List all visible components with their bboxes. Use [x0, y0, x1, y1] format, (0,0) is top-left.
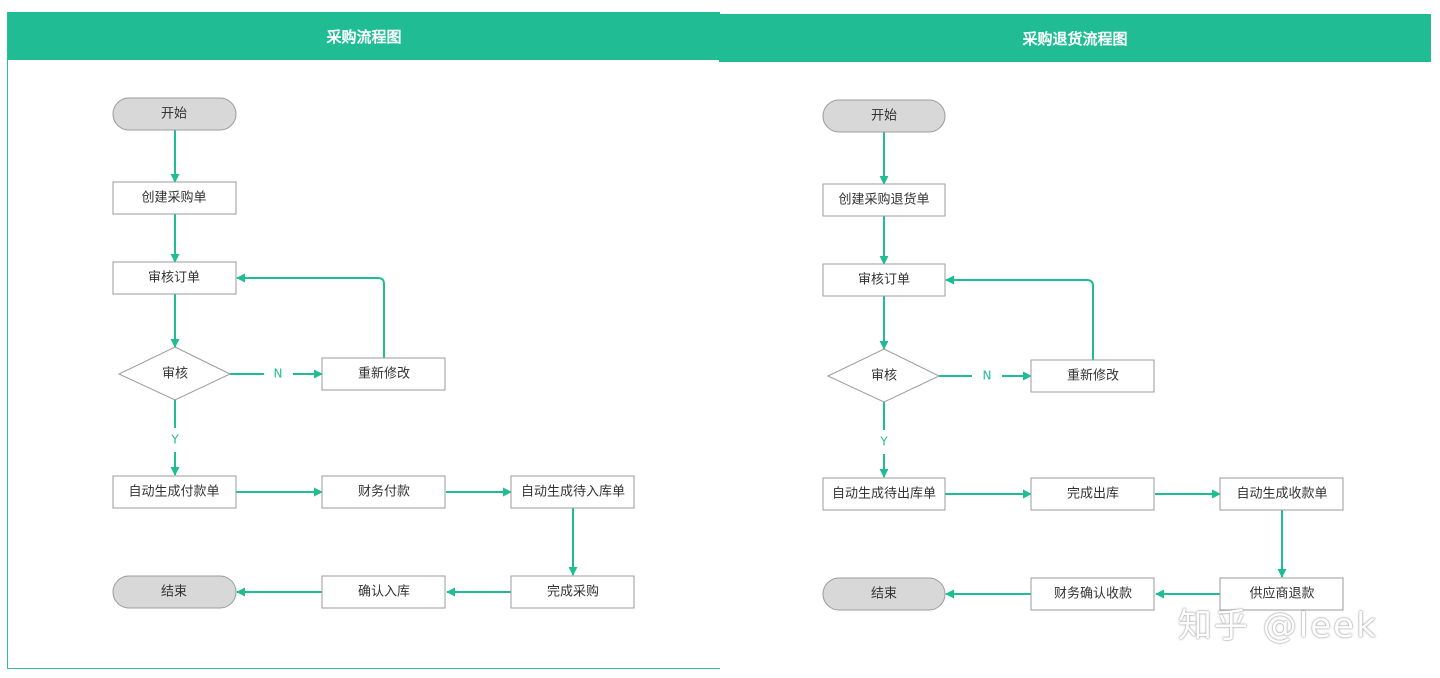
- create-order-box: [112, 181, 237, 215]
- revise-label: 重新修改: [358, 366, 410, 382]
- flow-arrow: [945, 275, 1094, 360]
- finance-pay-label: 财务付款: [358, 484, 410, 500]
- confirm-inbound-box: [321, 575, 446, 609]
- audit-decision-label: 审核: [162, 367, 188, 382]
- complete-purchase-label: 完成采购: [547, 584, 599, 600]
- end-label: 结束: [871, 587, 897, 602]
- supplier-refund-label: 供应商退款: [1249, 586, 1314, 602]
- finance-pay-box: [321, 475, 446, 509]
- complete-outbound-box: [1030, 477, 1155, 511]
- start-label: 开始: [871, 109, 897, 124]
- purchase-return-flow-diagram: 开始 创建采购退货单 审核订单 审核 N Y 重新修改 自动生成待出库单 完成出…: [822, 99, 1344, 611]
- audit-decision-label: 审核: [871, 369, 897, 384]
- flow-arrow: [236, 273, 385, 358]
- gen-receipt-label: 自动生成收款单: [1236, 487, 1327, 502]
- purchase-flow-diagram: 开始 创建采购单 审核订单 审核 N Y 重新修改 自动生成付款单 财务付款 自…: [112, 97, 635, 609]
- finance-confirm-box: [1030, 577, 1155, 611]
- end-label: 结束: [161, 585, 187, 600]
- no-label: N: [274, 367, 283, 381]
- revise-box: [1030, 359, 1155, 393]
- panel-title: 采购流程图: [8, 12, 720, 60]
- start-label: 开始: [161, 107, 187, 122]
- gen-inbound-box: [510, 475, 635, 509]
- gen-inbound-label: 自动生成待入库单: [521, 484, 625, 500]
- audit-order-label: 审核订单: [858, 273, 910, 288]
- yes-label: Y: [879, 435, 888, 449]
- complete-outbound-label: 完成出库: [1067, 486, 1119, 502]
- create-order-label: 创建采购单: [141, 190, 206, 206]
- revise-box: [321, 357, 446, 391]
- gen-payment-label: 自动生成付款单: [128, 485, 219, 500]
- gen-payment-box: [112, 475, 237, 509]
- confirm-inbound-label: 确认入库: [358, 584, 410, 600]
- audit-decision: [117, 346, 232, 401]
- audit-order-box: [822, 263, 946, 297]
- gen-outbound-label: 自动生成待出库单: [832, 486, 936, 502]
- end-terminal: [112, 575, 237, 609]
- supplier-refund-box: [1219, 577, 1344, 611]
- start-terminal: [822, 99, 946, 133]
- finance-confirm-label: 财务确认收款: [1054, 586, 1132, 602]
- gen-outbound-box: [822, 477, 946, 511]
- purchase-return-flow-panel: 采购退货流程图 开始 创建采购退货单 审核订单 审核 N Y 重新修改 自动生成…: [719, 14, 1431, 666]
- no-label: N: [983, 369, 992, 383]
- audit-decision: [826, 348, 941, 403]
- panel-title: 采购退货流程图: [719, 14, 1431, 62]
- yes-label: Y: [170, 433, 179, 447]
- audit-order-label: 审核订单: [148, 271, 200, 286]
- create-return-box: [822, 183, 946, 217]
- revise-label: 重新修改: [1067, 368, 1119, 384]
- start-terminal: [112, 97, 237, 131]
- purchase-flow-panel: 采购流程图 开始 创建采购单 审核订单 审核 N Y 重新修改 自动生成付款单 …: [7, 12, 720, 669]
- create-return-label: 创建采购退货单: [838, 192, 929, 208]
- audit-order-box: [112, 261, 237, 295]
- complete-purchase-box: [510, 575, 635, 609]
- watermark: 知乎 @leek: [1178, 606, 1378, 646]
- end-terminal: [822, 577, 946, 611]
- gen-receipt-box: [1219, 477, 1344, 511]
